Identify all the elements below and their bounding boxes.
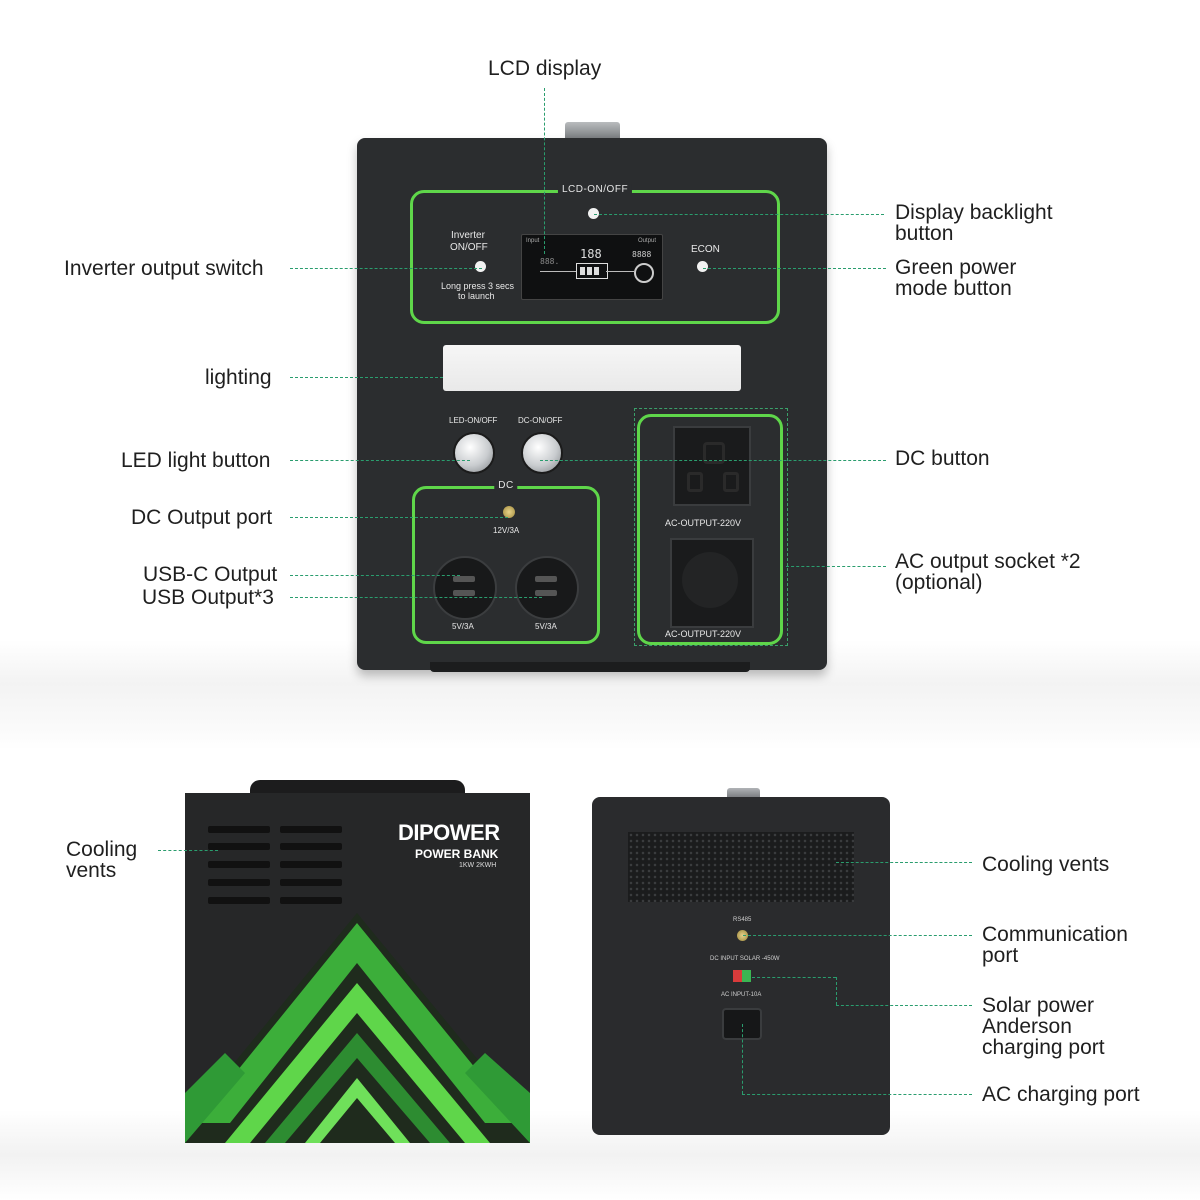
label-solar-2: Anderson <box>982 1015 1072 1038</box>
brand-logo: DIPOWER <box>398 820 500 845</box>
lcd-flow-line-left <box>540 271 576 272</box>
usb-c-output-port[interactable] <box>433 556 497 620</box>
leader-dc-button <box>540 460 886 461</box>
label-usbc-output: USB-C Output <box>143 563 278 586</box>
ac-input-label: AC INPUT-10A <box>721 992 762 998</box>
leader-solar-c <box>836 1005 972 1006</box>
label-cooling-right: Cooling vents <box>982 853 1110 876</box>
dc-caption: DC <box>494 480 518 491</box>
ac-output-socket-top[interactable] <box>673 426 751 506</box>
display-backlight-button[interactable] <box>588 208 599 219</box>
long-press-line2: to launch <box>458 291 495 301</box>
label-comm-port-1: Communication <box>982 923 1128 946</box>
label-usb-output: USB Output*3 <box>142 586 274 609</box>
ac-top-label: AC-OUTPUT-220V <box>665 518 742 528</box>
lcd-battery-icon <box>576 263 608 279</box>
ac-socket-dashed-outline <box>634 408 788 646</box>
leader-ac-socket <box>786 566 886 567</box>
rs485-label: RS485 <box>733 917 752 923</box>
label-solar-3: charging port <box>982 1036 1105 1059</box>
label-green-mode-2: mode button <box>895 277 1012 300</box>
leader-solar-a <box>752 977 836 978</box>
leader-ac-charge-a <box>742 1024 743 1094</box>
label-green-mode-1: Green power <box>895 256 1017 279</box>
label-ac-charging: AC charging port <box>982 1083 1140 1106</box>
lcd-right-digits: 8888 <box>632 250 652 259</box>
green-power-mode-button[interactable] <box>697 261 708 272</box>
dc-input-label: DC INPUT SOLAR -450W <box>710 956 780 962</box>
label-ac-socket-1: AC output socket *2 <box>895 550 1081 573</box>
anderson-port-red[interactable] <box>733 970 742 982</box>
label-inverter-switch: Inverter output switch <box>64 257 264 280</box>
inverter-label-line1: Inverter <box>451 230 485 241</box>
capacity-label: 1KW 2KWH <box>459 862 497 869</box>
lcd-left-digits: 888. <box>540 257 560 266</box>
leader-solar-b <box>836 977 837 1005</box>
lcd-onoff-caption: LCD-ON/OFF <box>557 184 633 195</box>
inverter-label-line2: ON/OFF <box>450 242 488 253</box>
product-name: POWER BANK <box>415 847 499 861</box>
front-base <box>430 662 750 672</box>
ac-output-socket-bottom[interactable] <box>670 538 754 628</box>
leader-lcd-display <box>544 88 545 254</box>
leader-dc-port <box>290 517 508 518</box>
power-station-front: LCD-ON/OFF Inverter ON/OFF Long press 3 … <box>357 138 827 670</box>
leader-ac-charge-b <box>742 1094 972 1095</box>
green-chevron-graphic <box>185 913 530 1143</box>
communication-port[interactable] <box>737 930 748 941</box>
led-onoff-label: LED-ON/OFF <box>449 416 498 425</box>
dc-button[interactable] <box>521 432 563 474</box>
leader-cooling-left <box>158 850 218 851</box>
long-press-line1: Long press 3 secs <box>441 281 515 291</box>
lcd-flow-line-right <box>606 271 634 272</box>
usb-right-rating: 5V/3A <box>535 622 557 631</box>
lcd-center-digits: 188 <box>580 247 602 261</box>
front-carry-handle <box>565 122 620 142</box>
dc-onoff-label: DC-ON/OFF <box>518 416 563 425</box>
back-cooling-vents <box>628 832 854 902</box>
led-light-button[interactable] <box>453 432 495 474</box>
inverter-output-switch[interactable] <box>475 261 486 272</box>
label-lighting: lighting <box>205 366 272 389</box>
dc-panel-frame: DC <box>412 480 600 644</box>
label-dc-output-port: DC Output port <box>131 506 273 529</box>
lcd-fan-icon <box>634 263 654 283</box>
leader-comm-port <box>743 935 972 936</box>
label-comm-port-2: port <box>982 944 1019 967</box>
dc-port-rating: 12V/3A <box>493 526 520 535</box>
label-led-light-button: LED light button <box>121 449 271 472</box>
label-ac-socket-2: (optional) <box>895 571 983 594</box>
leader-display-backlight <box>594 214 884 215</box>
control-panel-frame: LCD-ON/OFF <box>410 184 780 324</box>
power-station-side <box>185 793 530 1143</box>
usb-output-port[interactable] <box>515 556 579 620</box>
label-cooling-left-2: vents <box>66 859 117 882</box>
anderson-port-green[interactable] <box>742 970 751 982</box>
lcd-display: Input Output 188 8888 888. <box>521 234 663 300</box>
leader-led-button <box>290 460 470 461</box>
econ-label: ECON <box>691 244 720 255</box>
leader-inverter-switch <box>290 268 482 269</box>
leader-usbc <box>290 575 460 576</box>
label-display-backlight-1: Display backlight <box>895 201 1053 224</box>
ac-bottom-label: AC-OUTPUT-220V <box>665 629 742 639</box>
label-lcd-display: LCD display <box>488 57 602 80</box>
leader-usb <box>290 597 542 598</box>
leader-lighting <box>290 377 443 378</box>
label-display-backlight-2: button <box>895 222 954 245</box>
usb-left-rating: 5V/3A <box>452 622 474 631</box>
label-cooling-left-1: Cooling <box>66 838 138 861</box>
label-dc-button: DC button <box>895 447 990 470</box>
lighting-panel <box>443 345 741 391</box>
dc-output-port[interactable] <box>503 506 515 518</box>
leader-cooling-right <box>836 862 972 863</box>
ac-panel-frame <box>637 414 783 645</box>
label-solar-1: Solar power <box>982 994 1095 1017</box>
leader-green-mode <box>703 268 886 269</box>
lcd-output-label: Output <box>638 238 657 244</box>
lcd-input-label: Input <box>526 238 540 244</box>
